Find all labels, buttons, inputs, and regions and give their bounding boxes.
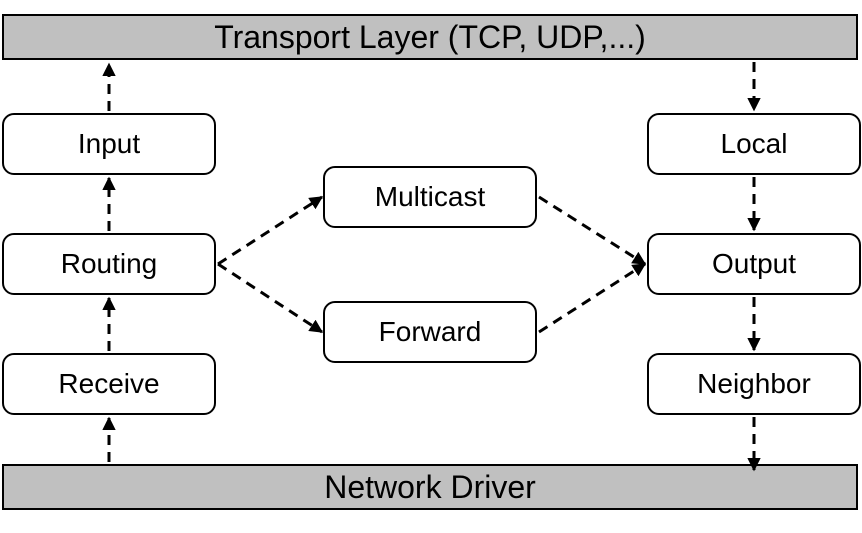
node-multicast-label: Multicast [374, 181, 486, 212]
node-routing-label: Routing [60, 248, 158, 279]
node-local-label: Local [720, 128, 788, 159]
arrow-routing-to-forward [217, 262, 324, 334]
node-neighbor: Neighbor [647, 353, 861, 415]
network-driver-label: Network Driver [324, 468, 536, 505]
transport-layer-bar: Transport Layer (TCP, UDP,...) [2, 14, 858, 60]
node-output: Output [647, 233, 861, 295]
node-receive-label: Receive [58, 368, 160, 399]
transport-layer-label: Transport Layer (TCP, UDP,...) [214, 18, 646, 55]
node-input-label: Input [77, 128, 141, 159]
node-receive: Receive [2, 353, 216, 415]
node-routing: Routing [2, 233, 216, 295]
arrow-routing-to-multicast [217, 195, 324, 266]
arrow-multicast-to-output [538, 195, 647, 266]
node-forward: Forward [323, 301, 537, 363]
node-input: Input [2, 113, 216, 175]
arrow-forward-to-output [538, 262, 647, 334]
node-multicast: Multicast [323, 166, 537, 228]
node-forward-label: Forward [378, 316, 482, 347]
node-neighbor-label: Neighbor [697, 368, 811, 399]
node-output-label: Output [711, 248, 797, 279]
node-local: Local [647, 113, 861, 175]
network-driver-bar: Network Driver [2, 464, 858, 510]
